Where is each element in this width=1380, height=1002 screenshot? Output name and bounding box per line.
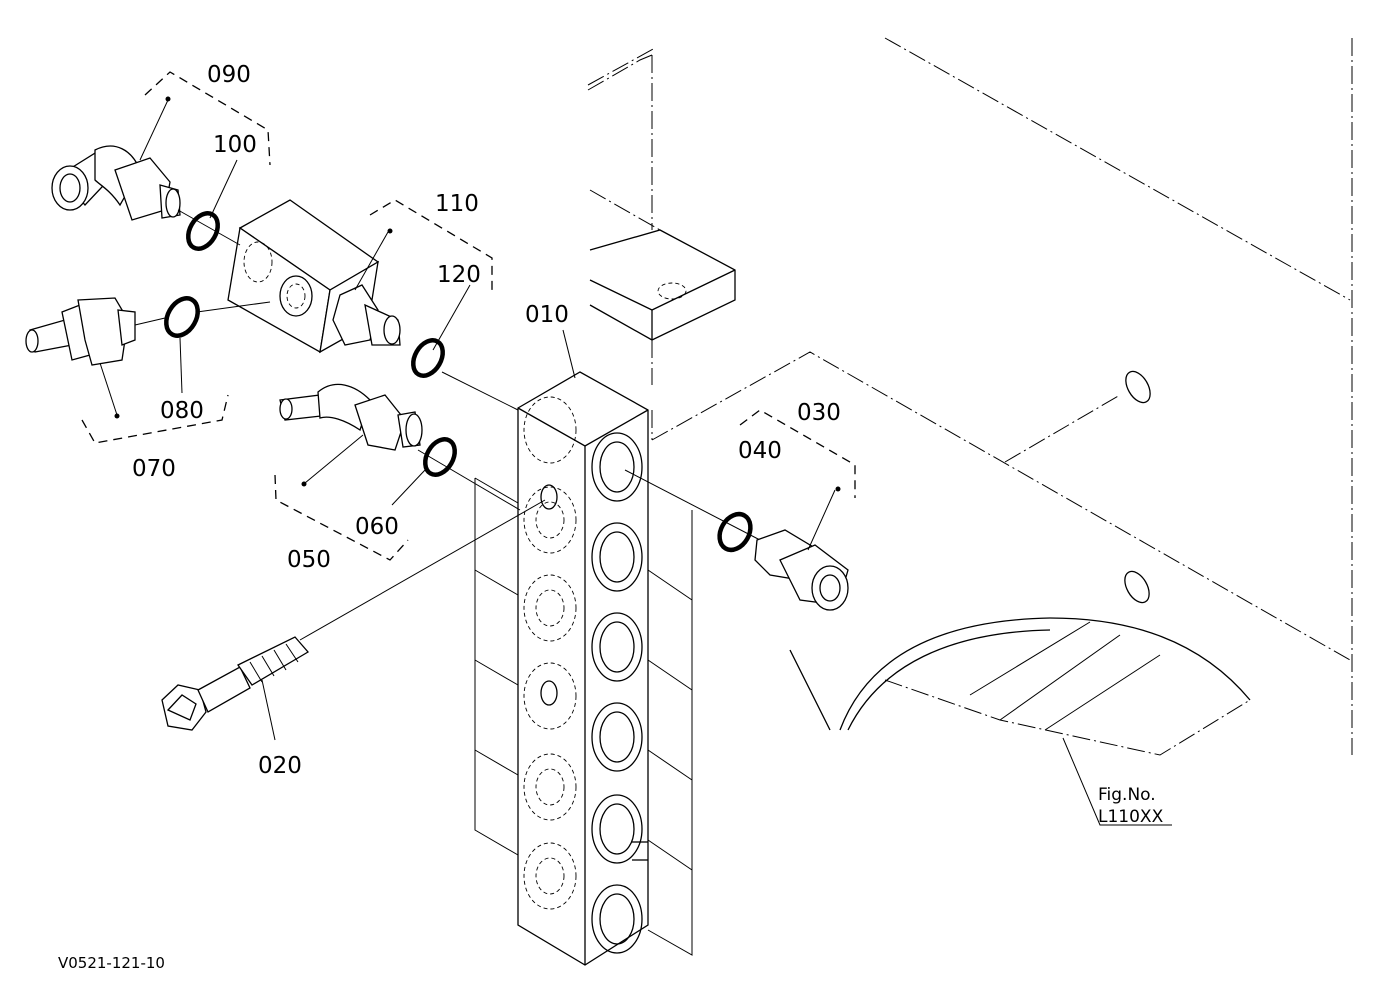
group-brackets [81,71,856,561]
hose-nipple-070 [25,296,271,419]
label-100: 100 [213,132,257,158]
elbow-fitting-090 [51,96,241,251]
label-010: 010 [525,302,569,328]
fig-ref-line2: L110XX [1098,807,1164,827]
bolt-020 [161,499,546,741]
label-050: 050 [287,547,331,573]
label-070: 070 [132,456,176,482]
leader-fig [1062,737,1172,826]
mounting-plate [589,229,736,385]
label-080: 080 [160,398,204,424]
label-110: 110 [435,191,479,217]
fig-ref-line1: Fig.No. [1098,785,1156,805]
tee-fitting-110 [227,199,519,411]
label-040: 040 [738,438,782,464]
label-090: 090 [207,62,251,88]
label-020: 020 [258,753,302,779]
drawing-code: V0521-121-10 [58,954,165,972]
adapter-030 [624,469,849,611]
elbow-fitting-050 [279,383,521,511]
label-060: 060 [355,514,399,540]
manifold-block-010 [474,371,693,966]
frame-outline [587,37,1353,755]
frame-holes [1124,370,1151,604]
label-030: 030 [797,400,841,426]
leader-010 [562,329,576,379]
label-120: 120 [437,262,481,288]
curved-panel [789,617,1251,756]
